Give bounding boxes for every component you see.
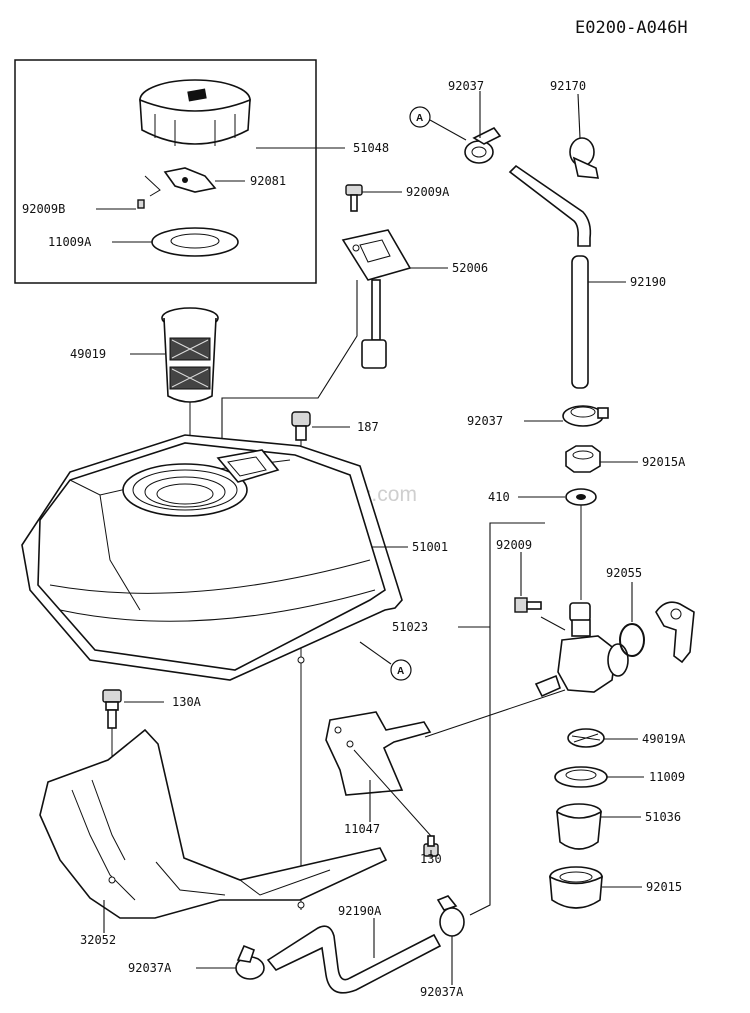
marker-a-top: A [409,106,431,128]
clamp-92037-mid-part[interactable] [562,405,609,427]
fuel-tank-51001-part[interactable] [21,434,403,681]
label-51048: 51048 [353,141,389,155]
leader-marker-a-top [429,119,467,141]
hose-bend-part[interactable] [508,164,592,247]
label-92190a: 92190A [338,904,382,918]
bolt-187-part[interactable] [291,411,311,441]
screw-92009-part[interactable] [514,597,542,613]
clamp-92037-top-part[interactable] [464,126,502,164]
label-92055: 92055 [606,566,642,580]
label-410: 410 [488,490,510,504]
ring-nut-92015-part[interactable] [549,866,603,909]
fuel-valve-part[interactable] [534,602,629,698]
fuel-filter-49019-part[interactable] [161,307,219,403]
label-92037-mid: 92037 [467,414,503,428]
label-92009: 92009 [496,538,532,552]
bracket-connector-line [424,689,566,738]
label-92037-top: 92037 [448,79,484,93]
washer-410-part[interactable] [565,488,597,506]
fuel-gauge-52006-part[interactable] [341,229,412,369]
valve-assembly-bracket [469,522,545,916]
label-92009b: 92009B [22,202,65,216]
cap-assembly-group [14,59,345,284]
label-130a: 130A [172,695,202,709]
gasket-11009a-part[interactable] [151,227,239,257]
gasket-11009-part[interactable] [554,766,608,788]
cap-chain-part[interactable] [144,167,217,197]
label-51036: 51036 [645,810,681,824]
label-11009: 11009 [649,770,685,784]
bolt-130a-part[interactable] [102,689,122,729]
bolt-130-line [353,749,432,837]
label-92015a: 92015A [642,455,686,469]
label-49019a: 49019A [642,732,686,746]
screw-92009a-part[interactable] [345,184,363,212]
label-92081: 92081 [250,174,286,188]
label-92037a-right: 92037A [420,985,464,999]
label-92170: 92170 [550,79,586,93]
clamp-92037a-left-part[interactable] [235,944,265,980]
valve-lever-part[interactable] [655,601,695,664]
hose-92190-part[interactable] [571,255,589,389]
label-52006: 52006 [452,261,488,275]
svg-text:A: A [397,666,404,677]
screen-49019a-part[interactable] [567,728,605,748]
clamp-92170-part[interactable] [569,137,599,179]
label-51023: 51023 [392,620,428,634]
label-130: 130 [420,852,442,866]
diagram-code: E0200-A046H [575,18,688,38]
label-32052: 32052 [80,933,116,947]
label-92037a-left: 92037A [128,961,172,975]
base-plate-32052-part[interactable] [39,728,388,919]
label-187: 187 [357,420,379,434]
gauge-drop-line [221,280,358,445]
cap-assembly-frame [14,59,317,284]
cup-51036-part[interactable] [556,803,602,850]
leader-marker-a-bottom [359,641,392,665]
label-49019: 49019 [70,347,106,361]
label-11047: 11047 [344,822,380,836]
leader-92170 [577,93,581,139]
bracket-11047-part[interactable] [325,711,432,796]
o-ring-92055-part[interactable] [619,623,645,657]
clamp-92037a-right-part[interactable] [436,895,465,937]
screw-92009b-part[interactable] [137,199,145,209]
fuel-cap-part[interactable] [139,79,251,146]
label-92015: 92015 [646,880,682,894]
svg-text:A: A [416,113,423,124]
label-51001: 51001 [412,540,448,554]
label-92009a: 92009A [406,185,450,199]
label-92190: 92190 [630,275,666,289]
marker-a-bottom: A [390,659,412,681]
label-11009a: 11009A [48,235,92,249]
hose-92190a-part[interactable] [266,925,442,994]
nut-92015a-part[interactable] [565,445,601,473]
